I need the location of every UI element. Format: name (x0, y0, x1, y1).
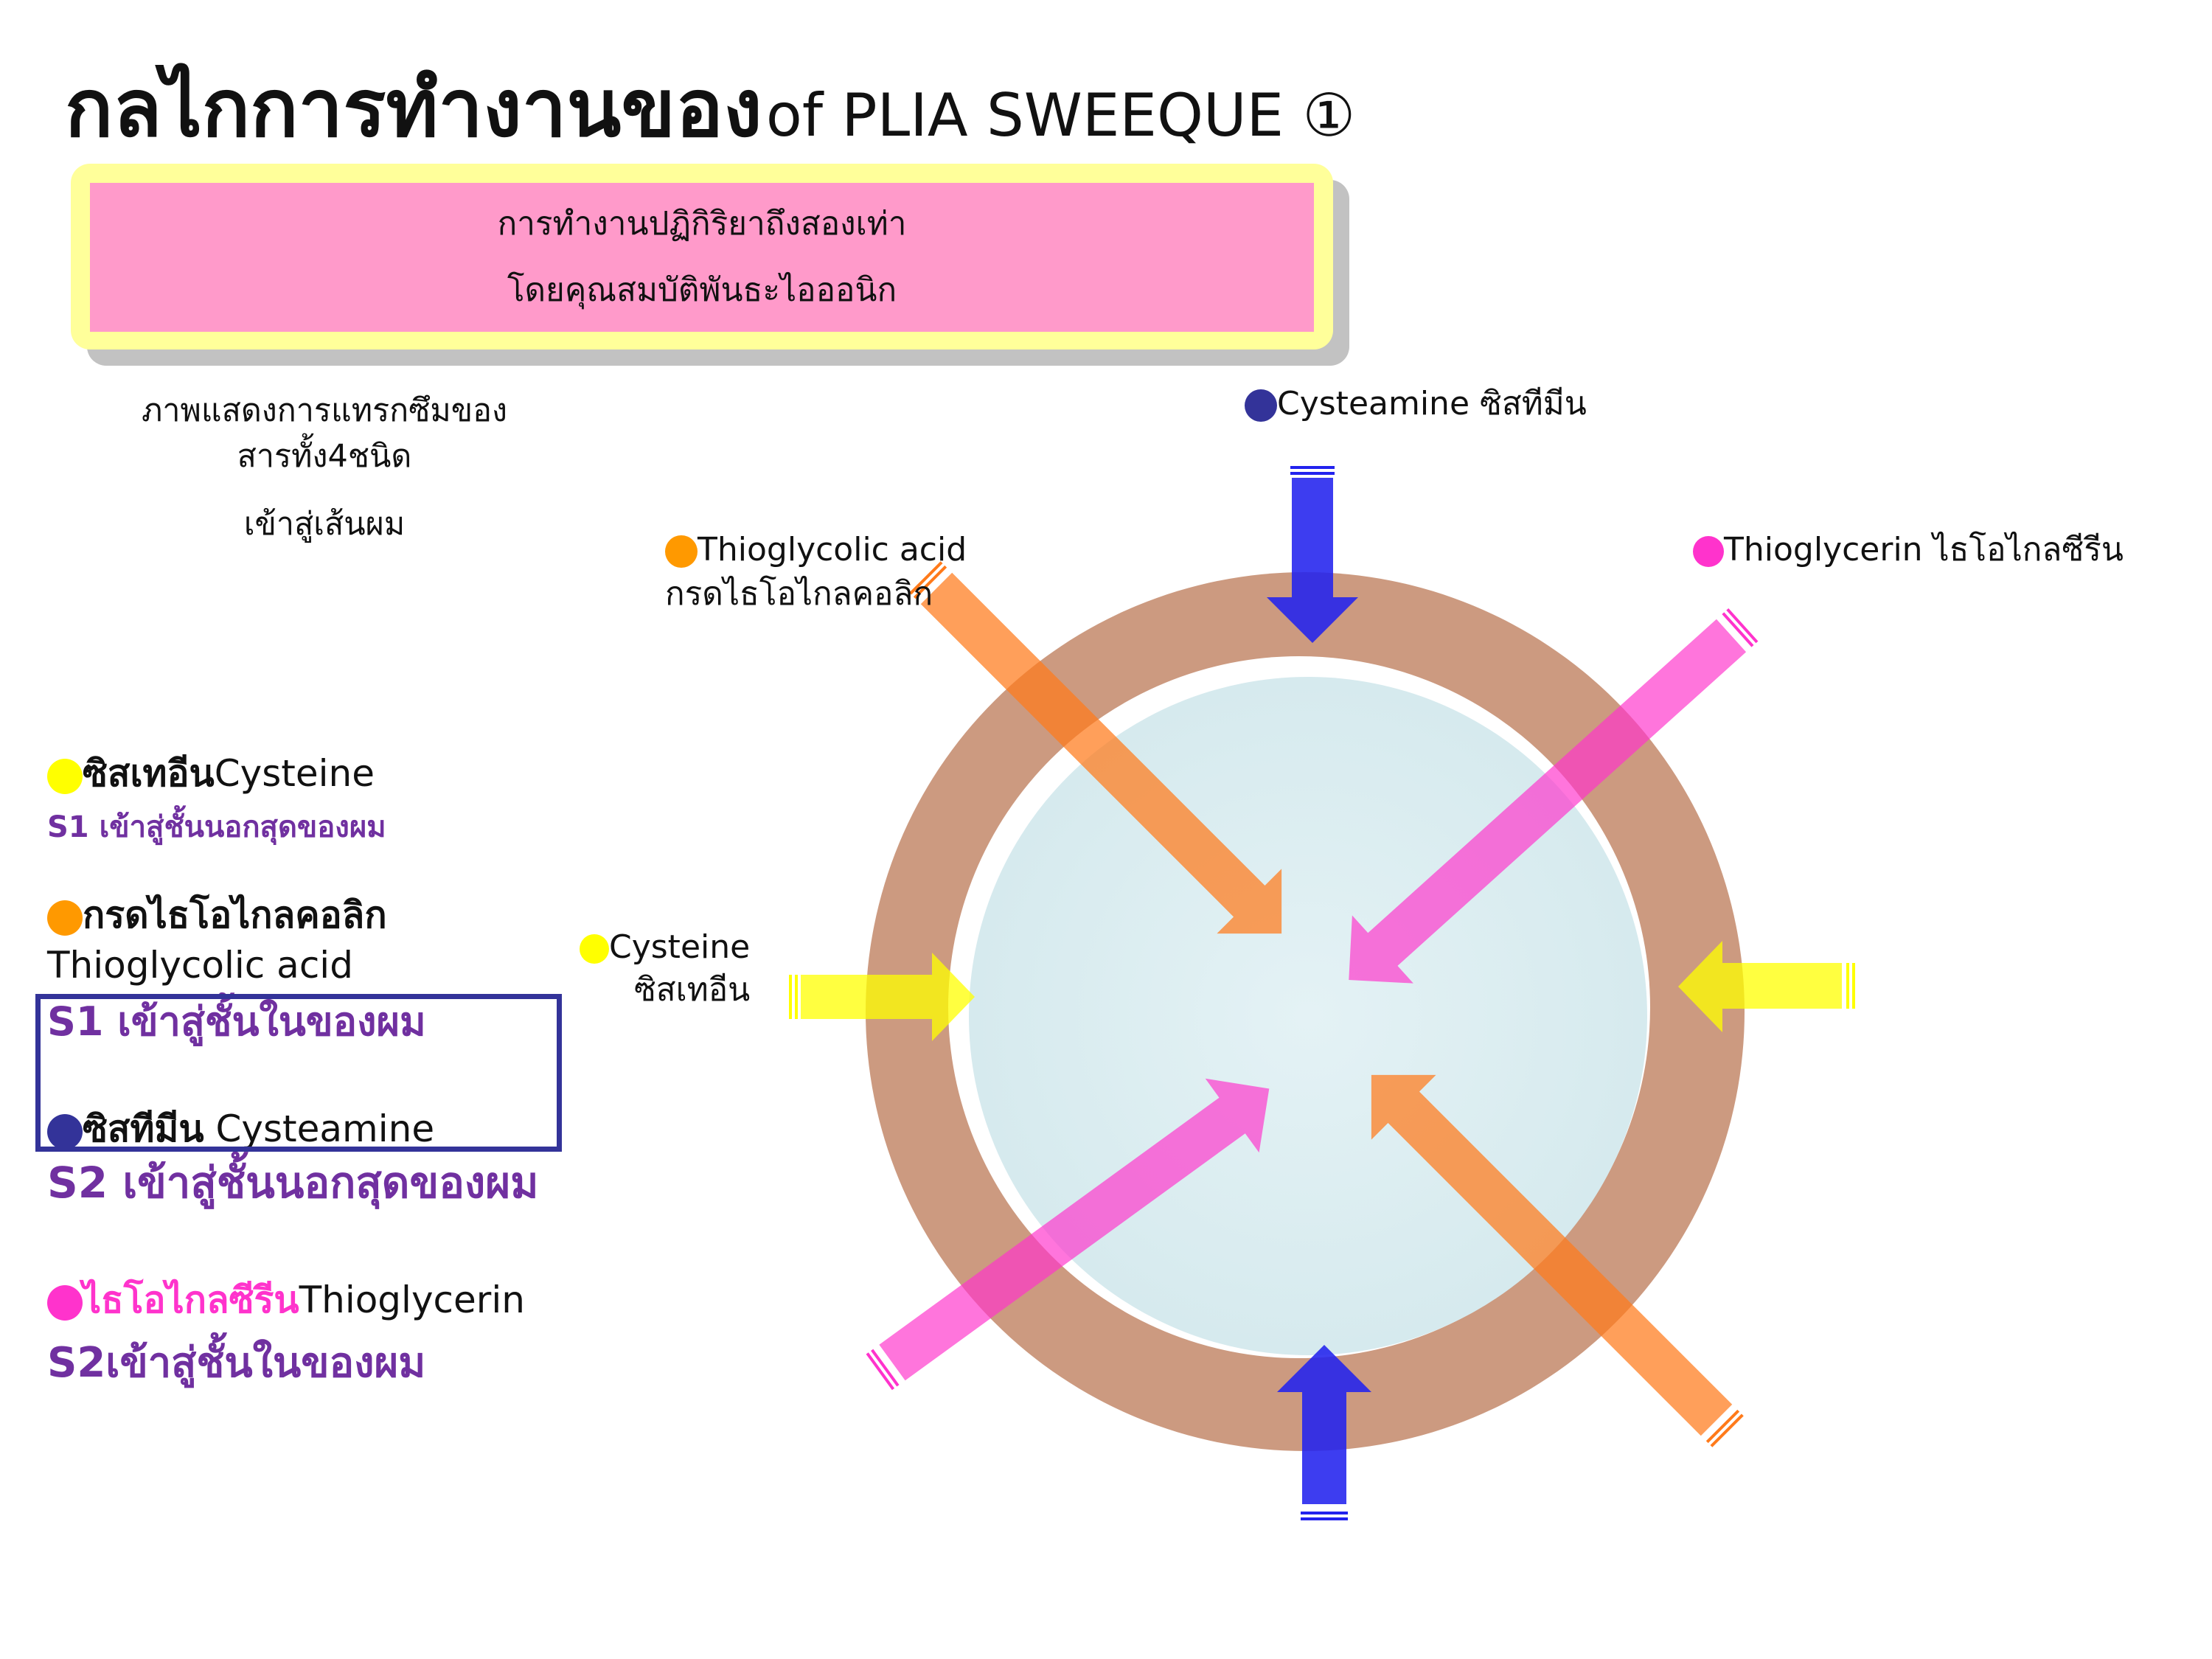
title-thai: กลไกการทำงานของ (65, 63, 762, 155)
arrow-thioglycerin-bottom-left (866, 1078, 1270, 1391)
arrow-cysteamine-bottom (1277, 1345, 1371, 1520)
label-thioglycolic-en: Thioglycolic acid (698, 531, 967, 568)
label-cysteamine-text: Cysteamine ซิสทีมีน (1277, 385, 1587, 422)
legend-item-cysteamine: ซิสทีมีน Cysteamine S2 เข้าสู่ชั้นนอกสุด… (47, 1100, 608, 1207)
arrow-thioglycolic-top-left (909, 561, 1282, 934)
thioglycolic-dot-icon (665, 535, 698, 568)
legend-cysteamine-thai: ซิสทีมีน (83, 1107, 204, 1150)
label-cysteine: Cysteine ซิสเทอีน (580, 926, 750, 1012)
legend-cysteine-dot-icon (47, 758, 83, 794)
legend-thioglycerin-sub: S2เข้าสู่ชั้นในของผม (47, 1339, 426, 1387)
arrow-thioglycolic-bottom-right (1371, 1074, 1744, 1447)
legend-thioglycerin-en: Thioglycerin (299, 1279, 525, 1321)
legend-thioglycolic-sub: S1 เข้าสู่ชั้นในของผม (47, 998, 426, 1045)
arrow-cysteine-left (789, 953, 975, 1041)
legend-thioglycerin-dot-icon (47, 1284, 83, 1321)
label-cysteine-th: ซิสเทอีน (633, 971, 751, 1009)
caption-line-3: เข้าสู่เส้นผม (243, 506, 406, 543)
banner-line-1: การทำงานปฏิกิริยาถึงสองเท่า (497, 205, 907, 243)
legend-thioglycolic-dot-icon (47, 900, 83, 936)
legend-cysteine-en: Cysteine (214, 752, 375, 795)
cysteine-dot-icon (580, 934, 609, 964)
legend-item-thioglycolic: กรดไธโอไกลคอลิก Thioglycolic acid S1 เข้… (47, 889, 608, 1053)
title-english: of PLIA SWEEQUE ① (765, 81, 1356, 150)
thioglycerin-dot-icon (1693, 536, 1724, 567)
legend-thioglycolic-en: Thioglycolic acid (47, 944, 353, 987)
label-thioglycolic: Thioglycolic acid กรดไธโอไกลคอลิก (665, 528, 967, 616)
cysteamine-dot-icon (1245, 389, 1277, 422)
arrow-cysteine-right (1678, 941, 1855, 1032)
caption-line-2: สารทั้ง4ชนิด (237, 438, 412, 475)
page-title: กลไกการทำงานของ of PLIA SWEEQUE ① (65, 44, 1355, 171)
caption-line-1: ภาพแสดงการแทรกซึมของ (142, 392, 507, 429)
label-cysteine-en: Cysteine (609, 928, 751, 966)
legend-cysteine-sub: S1 เข้าสู่ชั้นนอกสุดของผม (47, 810, 386, 844)
legend-cysteamine-dot-icon (47, 1113, 83, 1150)
legend-cysteamine-en: Cysteamine (215, 1107, 435, 1150)
legend-thioglycolic-thai: กรดไธโอไกลคอลิก (83, 894, 387, 936)
label-thioglycerin-text: Thioglycerin ไธโอไกลซีรีน (1724, 531, 2124, 568)
legend-cysteine-thai: ซิสเทอีน (83, 752, 215, 795)
highlight-box (35, 994, 562, 1152)
arrow-cysteamine-top (1267, 466, 1358, 643)
label-thioglycolic-th: กรดไธโอไกลคอลิก (665, 575, 933, 613)
banner-line-2: โดยคุณสมบัติพันธะไอออนิก (507, 271, 897, 309)
label-thioglycerin: Thioglycerin ไธโอไกลซีรีน (1693, 524, 2124, 575)
diagram-caption: ภาพแสดงการแทรกซึมของ สารทั้ง4ชนิด เข้าสู… (81, 388, 568, 547)
legend-cysteamine-sub: S2 เข้าสู่ชั้นนอกสุดของผม (47, 1158, 539, 1208)
legend-item-thioglycerin: ไธโอไกลซีรีนThioglycerin S2เข้าสู่ชั้นใน… (47, 1271, 608, 1395)
legend-item-cysteine: ซิสเทอีนCysteine S1 เข้าสู่ชั้นนอกสุดของ… (47, 745, 608, 850)
label-cysteamine: Cysteamine ซิสทีมีน (1245, 378, 1587, 429)
arrow-thioglycerin-top-right (1349, 608, 1759, 984)
banner: การทำงานปฏิกิริยาถึงสองเท่า โดยคุณสมบัติ… (90, 183, 1314, 332)
legend-thioglycerin-thai: ไธโอไกลซีรีน (83, 1279, 299, 1321)
